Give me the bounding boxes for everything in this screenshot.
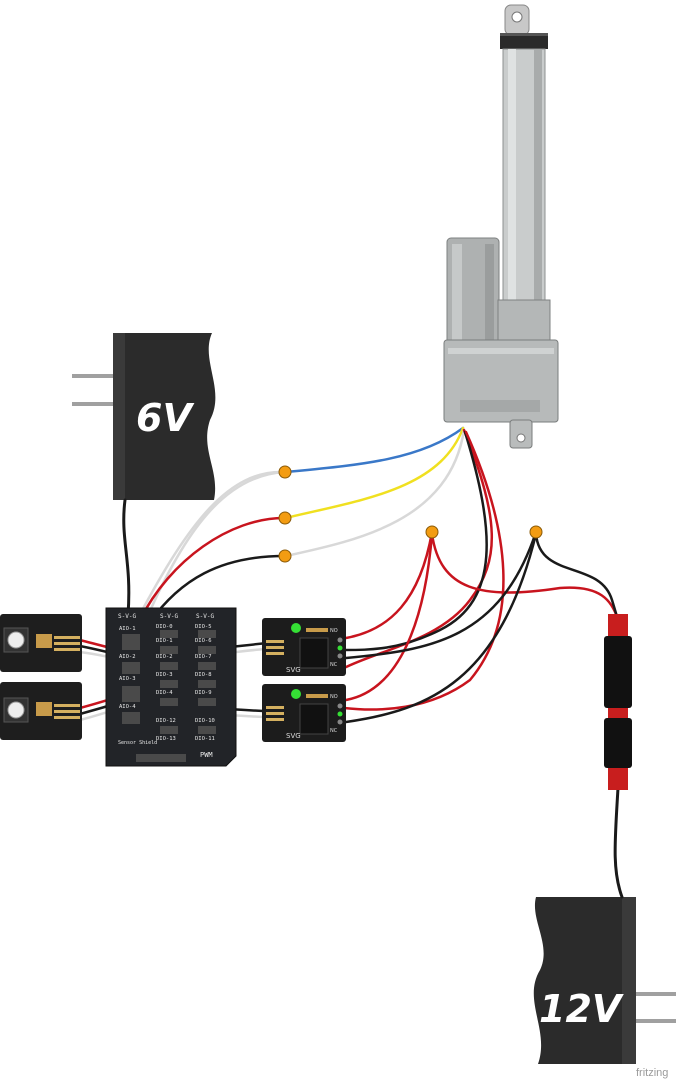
adapter-12v-label: 12V [539,987,624,1031]
relay-bottom-led [291,689,301,699]
svg-text:DIO-8: DIO-8 [195,672,212,678]
svg-text:DIO-5: DIO-5 [195,624,212,630]
svg-text:DIO-11: DIO-11 [195,736,215,742]
shield-pwm-label: PWM [200,751,213,759]
svg-text:DIO-7: DIO-7 [195,654,212,660]
wire-relay-top-red [344,530,434,640]
button-module-2 [0,682,82,740]
linear-actuator [443,4,559,449]
fritzing-watermark: fritzing [636,1067,668,1079]
shield-bottom-labels: DIO-12 DIO-13 DIO-10 DIO-11 [156,718,215,742]
junction-relay-red [425,525,439,539]
wire-junctions [278,465,543,563]
svg-text:AIO-2: AIO-2 [119,654,136,660]
wire-actuator-yellow [284,426,465,520]
relay-top-nc-label: NC [330,662,338,668]
relay-top-svg-label: SVG [286,666,301,674]
junction-relay-black [529,525,543,539]
relay-top-led [291,623,301,633]
wire-actuator-red-2 [342,430,505,711]
svg-text:AIO-1: AIO-1 [119,626,136,632]
button-module-1 [0,614,82,672]
svg-text:DIO-10: DIO-10 [195,718,215,724]
relay-module-top: SVG NO NC [262,618,346,676]
wire-relay-top-black [344,530,538,660]
wire-relay-bottom-red [344,532,434,702]
wire-relay-bottom-black [344,532,538,724]
svg-text:DIO-6: DIO-6 [195,638,212,644]
relay-top-no-label: NO [330,628,338,634]
relay-module-bottom: SVG NO NC [262,684,346,742]
svg-text:AIO-3: AIO-3 [119,676,136,682]
relay-bottom-no-label: NO [330,694,338,700]
wire-junction-black-12v [534,532,620,622]
power-adapter-6v: 6V [72,333,216,500]
shield-col3-labels: DIO-5 DIO-6 DIO-7 DIO-8 DIO-9 [195,624,212,696]
shield-header-mid: S-V-G [160,613,178,620]
power-adapter-12v: 12V [533,897,676,1064]
sensor-shield: S-V-G S-V-G S-V-G AIO-1 AIO-2 AIO-3 AIO-… [105,607,237,767]
wire-red-to-shield [138,516,286,622]
relay-bottom-svg-label: SVG [286,732,301,740]
wire-actuator-blue [284,426,465,474]
shield-col1-labels: AIO-1 AIO-2 AIO-3 AIO-4 [119,626,136,710]
wire-6v-cord [122,498,131,617]
wire-white-to-shield [136,470,286,620]
junction-blue [278,465,292,479]
shield-header-right: S-V-G [196,613,214,620]
adapter-6v-label: 6V [136,396,194,440]
relay-bottom-nc-label: NC [330,728,338,734]
wire-12v-cord [613,786,624,899]
junction-white [278,549,292,563]
svg-text:DIO-12: DIO-12 [156,718,176,724]
svg-text:DIO-9: DIO-9 [195,690,212,696]
shield-col2-labels: DIO-0 DIO-1 DIO-2 DIO-3 DIO-4 [156,624,173,696]
wire-junction-red-12v [430,532,620,622]
wire-actuator-red-1 [342,428,493,670]
shield-header-left: S-V-G [118,613,136,620]
svg-text:DIO-4: DIO-4 [156,690,173,696]
svg-text:DIO-0: DIO-0 [156,624,173,630]
svg-text:AIO-4: AIO-4 [119,704,136,710]
svg-text:DIO-3: DIO-3 [156,672,173,678]
dc-connector [604,614,632,790]
shield-brand-label: Sensor Shield [118,740,157,746]
wire-actuator-black-1 [342,430,488,652]
svg-text:DIO-13: DIO-13 [156,736,176,742]
wire-actuator-white [284,428,466,558]
svg-text:DIO-2: DIO-2 [156,654,173,660]
svg-text:DIO-1: DIO-1 [156,638,173,644]
junction-yellow [278,511,292,525]
